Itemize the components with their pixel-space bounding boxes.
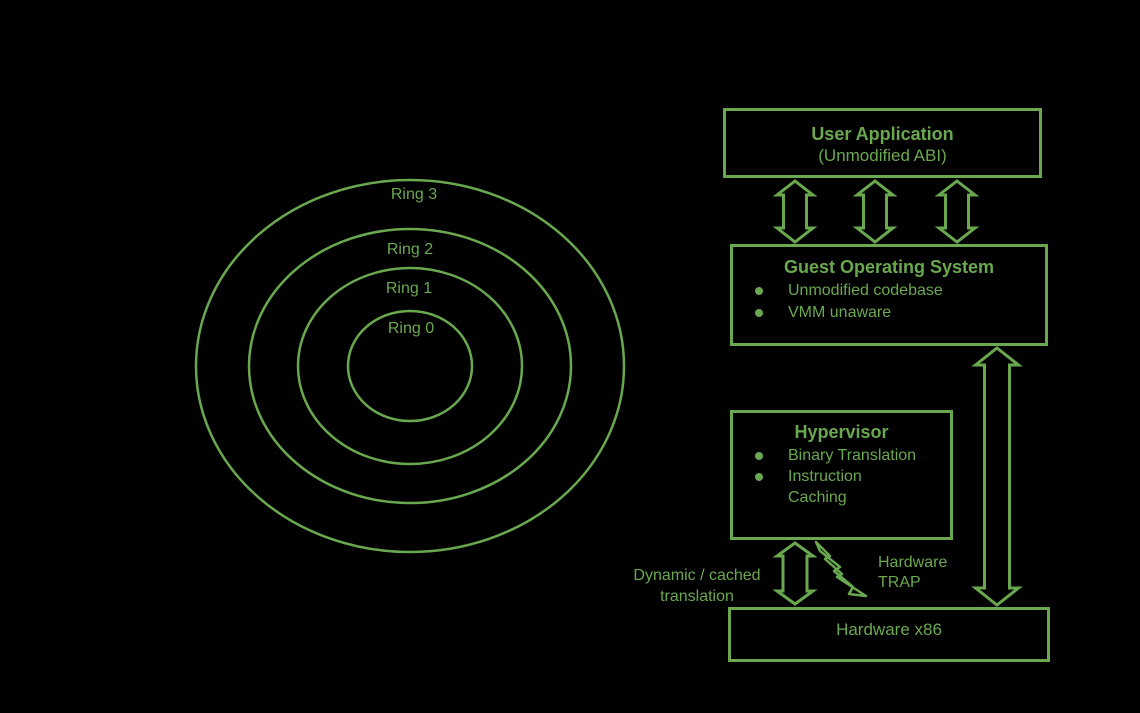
bullet-dot-icon	[755, 452, 763, 460]
hypervisor-hardware-double-arrow	[772, 541, 818, 606]
hardware-trap-line1: Hardware	[878, 554, 948, 571]
app-os-double-arrow-right	[934, 179, 980, 244]
app-os-double-arrow-left	[772, 179, 818, 244]
user-application-subtitle: (Unmodified ABI)	[818, 146, 947, 165]
hypervisor-title: Hypervisor	[794, 422, 889, 442]
bullet-dot-icon	[755, 473, 763, 481]
guest-os-box: Guest Operating System Unmodified codeba…	[730, 244, 1048, 346]
hardware-trap-line2: TRAP	[878, 574, 921, 591]
hypervisor-bullet-list: Binary Translation Instruction Caching	[733, 445, 950, 508]
hypervisor-bullet-instruction-caching: Instruction	[733, 466, 950, 487]
ring-2-label: Ring 2	[386, 241, 434, 258]
ring-3-label: Ring 3	[390, 186, 438, 203]
guest-os-bullet-list: Unmodified codebase VMM unaware	[733, 280, 1045, 324]
dynamic-cached-translation-line1: Dynamic / cached	[633, 567, 761, 584]
ring-0-ellipse	[346, 309, 474, 423]
bullet-dot-icon	[755, 309, 763, 317]
hardware-x86-title: Hardware x86	[836, 620, 942, 639]
guest-os-bullet-vmm-unaware: VMM unaware	[733, 302, 1045, 324]
hypervisor-box: Hypervisor Binary Translation Instructio…	[730, 410, 953, 540]
hardware-trap-label: Hardware TRAP	[878, 553, 947, 593]
hardware-x86-box: Hardware x86	[728, 607, 1050, 662]
ring-2-ellipse	[247, 227, 573, 505]
bullet-dot-icon	[755, 287, 763, 295]
user-application-box: User Application (Unmodified ABI)	[723, 108, 1042, 178]
hardware-trap-lightning-icon	[814, 540, 868, 598]
guest-os-bullet-label: VMM unaware	[788, 304, 892, 321]
hypervisor-bullet-instruction-caching-line2: Caching	[733, 487, 950, 508]
app-os-double-arrow-middle	[852, 179, 898, 244]
ring-1-label: Ring 1	[385, 280, 433, 297]
hypervisor-bullet-label: Caching	[788, 489, 847, 506]
hypervisor-bullet-binary-translation: Binary Translation	[733, 445, 950, 466]
guest-os-bullet-label: Unmodified codebase	[788, 282, 943, 299]
ring-0-label: Ring 0	[387, 320, 435, 337]
dynamic-cached-translation-label: Dynamic / cached translation	[633, 565, 760, 607]
hypervisor-bullet-label: Instruction	[788, 468, 862, 485]
ring-3-ellipse	[194, 178, 626, 554]
dynamic-cached-translation-line2: translation	[660, 588, 734, 605]
hypervisor-bullet-label: Binary Translation	[788, 447, 917, 464]
guest-os-title: Guest Operating System	[783, 257, 995, 277]
os-hardware-tall-double-arrow	[971, 346, 1023, 607]
guest-os-bullet-unmodified-codebase: Unmodified codebase	[733, 280, 1045, 302]
user-application-title: User Application	[811, 124, 954, 144]
ring-1-ellipse	[296, 266, 524, 466]
